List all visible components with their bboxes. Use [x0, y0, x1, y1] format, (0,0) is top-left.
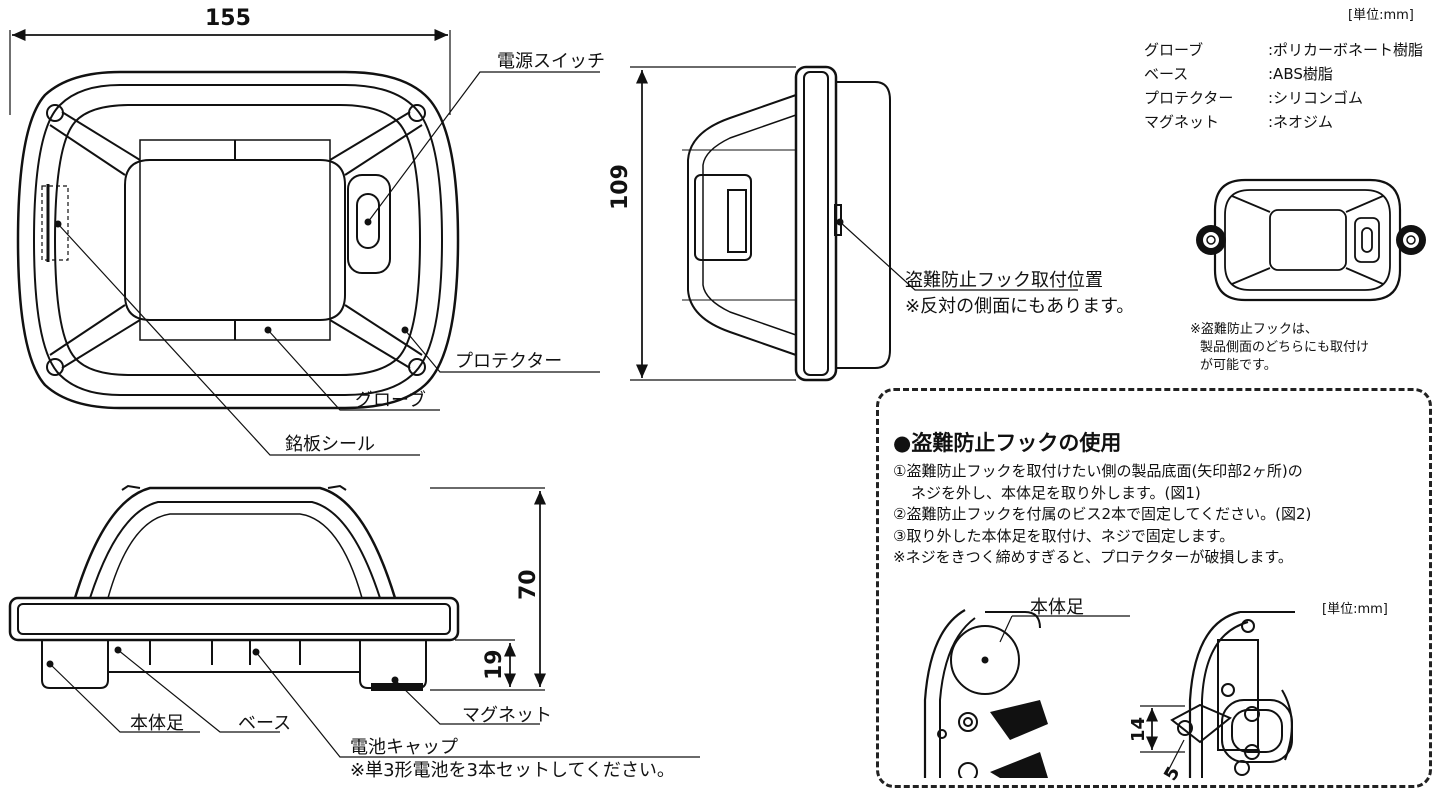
dim-hook-14: 14	[1128, 716, 1149, 742]
callout-hook-position-note: ※反対の側面にもあります。	[905, 296, 1135, 317]
unit-label-top: [単位:mm]	[1348, 8, 1414, 23]
material-specs: グローブ:ポリカーボネート樹脂 ベース:ABS樹脂 プロテクター:シリコンゴム …	[1144, 38, 1423, 134]
hook-step-2: ②盗難防止フックを付属のビス2本で固定してください。(図2)	[893, 505, 1312, 523]
hook-step-1-cont: ネジを外し、本体足を取り外します。(図1)	[911, 483, 1201, 502]
hook-usage-steps: ①盗難防止フックを取付けたい側の製品底面(矢印部2ヶ所)の ネジを外し、本体足を…	[893, 461, 1311, 569]
spec-key-magnet: マグネット	[1144, 113, 1220, 131]
figure-1	[923, 609, 1041, 778]
hook-step-1: ①盗難防止フックを取付けたい側の製品底面(矢印部2ヶ所)の	[893, 462, 1303, 480]
hook-unit-label: [単位:mm]	[1322, 602, 1388, 617]
hook-usage-panel: ●盗難防止フックの使用 ①盗難防止フックを取付けたい側の製品底面(矢印部2ヶ所)…	[876, 388, 1432, 788]
dim-width: 155	[205, 6, 251, 31]
figure-2	[1170, 610, 1295, 778]
side-view	[682, 65, 891, 382]
callout-globe: グローブ	[355, 390, 426, 411]
callout-magnet: マグネット	[462, 705, 552, 726]
callout-power-switch: 電源スイッチ	[497, 51, 605, 72]
dim-height: 70	[516, 569, 541, 600]
spec-key-protector: プロテクター	[1144, 89, 1234, 107]
callout-nameplate: 銘板シール	[285, 434, 375, 455]
small-note-line1: ※盗難防止フックは、	[1190, 322, 1318, 337]
hook-step-3: ③取り外した本体足を取付け、ネジで固定します。	[893, 526, 1235, 545]
spec-value-magnet: :ネオジム	[1268, 113, 1334, 131]
hook-usage-title: ●盗難防止フックの使用	[893, 431, 1122, 455]
small-note-line3: が可能です。	[1200, 358, 1277, 373]
spec-key-globe: グローブ	[1144, 41, 1204, 59]
spec-value-globe: :ポリカーボネート樹脂	[1268, 41, 1424, 59]
dim-depth: 109	[608, 164, 633, 210]
callout-hook-position: 盗難防止フック取付位置	[905, 270, 1103, 291]
small-hook-view	[1213, 178, 1402, 302]
hook-warning: ※ネジをきつく締めすぎると、プロテクターが破損します。	[893, 548, 1293, 566]
front-view	[8, 484, 460, 691]
callout-base: ベース	[238, 713, 292, 734]
top-view	[16, 70, 460, 410]
callout-battery-cap: 電池キャップ	[350, 737, 458, 758]
dim-foot: 19	[482, 649, 507, 680]
callout-battery-note: ※単3形電池を3本セットしてください。	[350, 760, 675, 781]
spec-value-base: :ABS樹脂	[1268, 65, 1333, 83]
callout-foot: 本体足	[130, 713, 184, 734]
small-note-line2: 製品側面のどちらにも取付け	[1200, 340, 1370, 355]
spec-value-protector: :シリコンゴム	[1268, 89, 1364, 107]
figure-foot-label: 本体足	[1030, 597, 1084, 618]
callout-protector: プロテクター	[455, 351, 563, 372]
spec-key-base: ベース	[1144, 65, 1189, 83]
